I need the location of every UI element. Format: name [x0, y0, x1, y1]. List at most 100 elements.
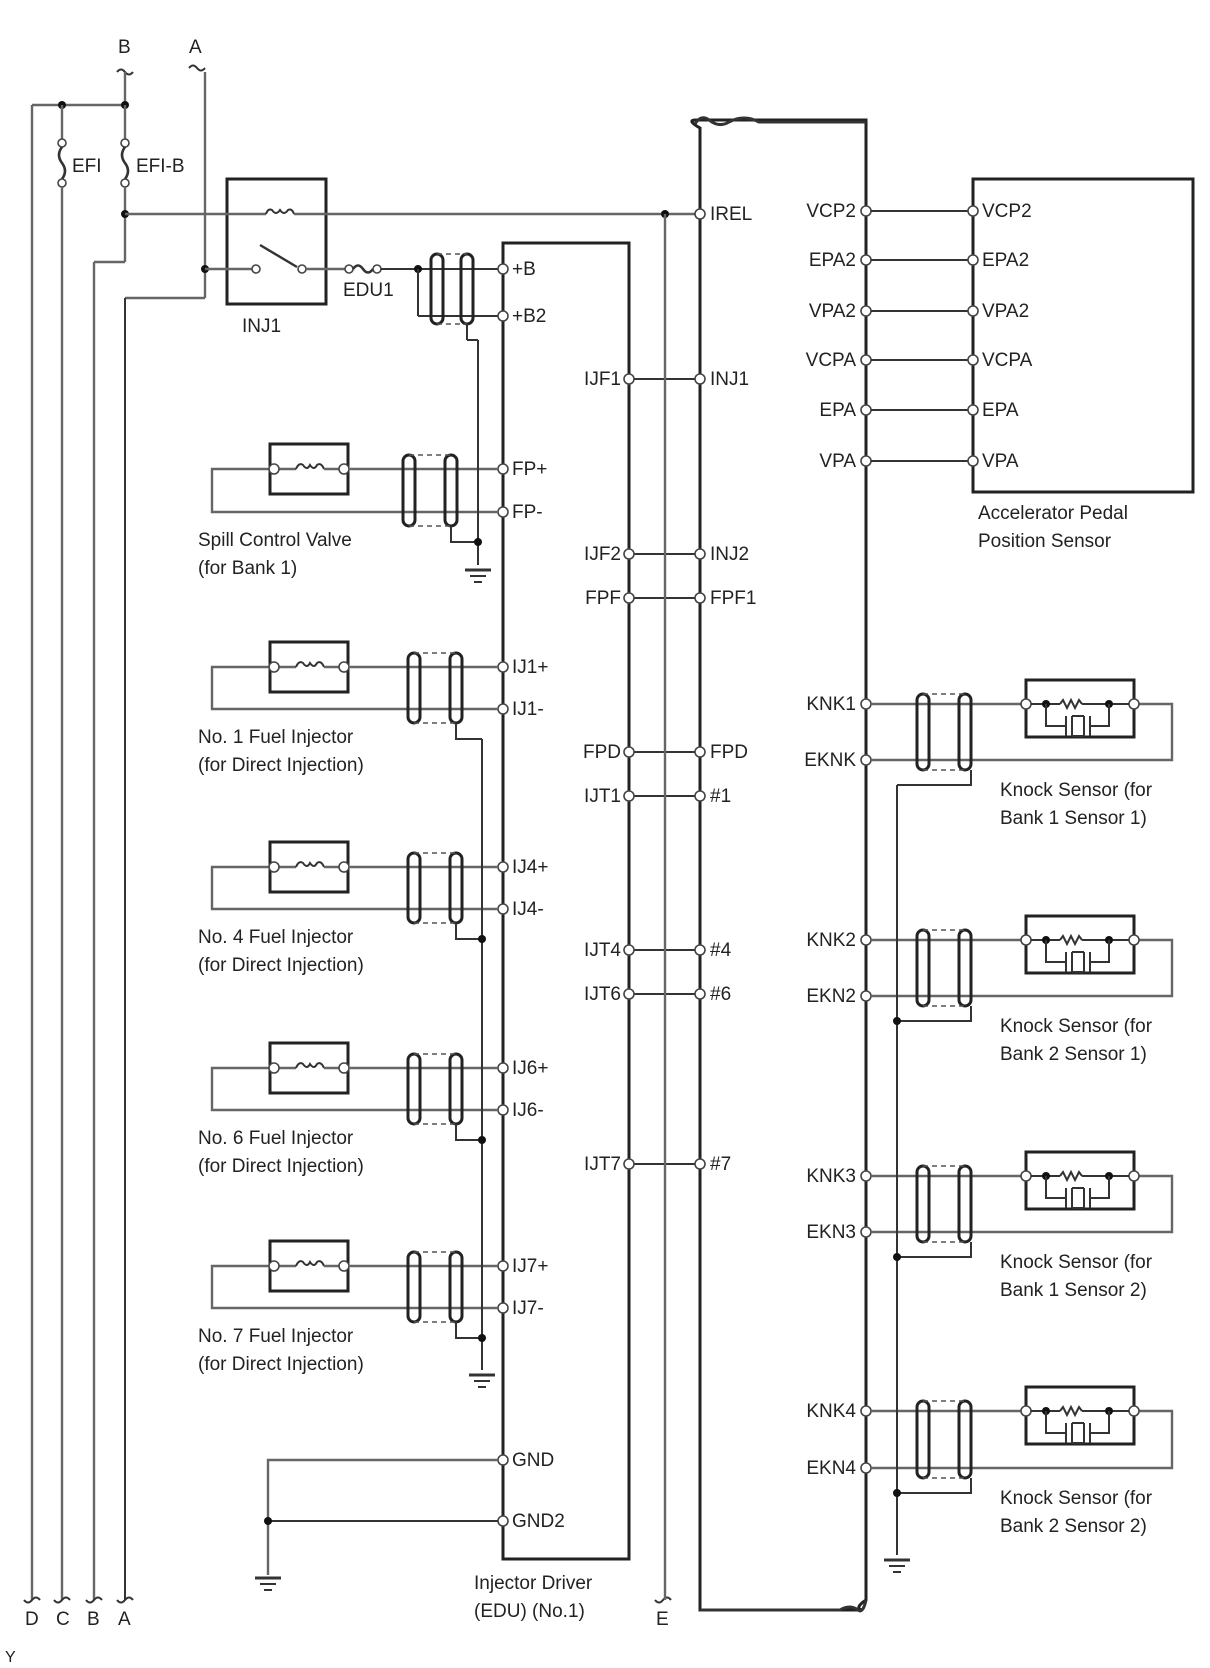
actuator-label-line2: (for Direct Injection): [198, 1156, 364, 1177]
coil-icon: [295, 661, 325, 668]
edu-title-line1: Injector Driver: [474, 1573, 593, 1594]
accel-pin-vcp2: [967, 205, 979, 217]
shield-icon: [448, 1052, 464, 1126]
ecm-pin-inj2: [694, 548, 706, 560]
ecm-pin-6: [694, 988, 706, 1000]
edu-pin-ijt6: [623, 988, 635, 1000]
edu-pin-fp: [497, 506, 509, 518]
edu-pin-label-ijt4: IJT4: [584, 940, 621, 961]
edu-pin-label-fp: FP-: [512, 502, 543, 523]
injector-driver-edu: Injector Driver (EDU) (No.1) +B+B2FP+FP-…: [474, 241, 700, 1622]
ecm-pin-label-fpd: FPD: [710, 742, 748, 763]
connector-label-b-top: B: [118, 37, 131, 58]
ecm-pin-label-knk2: KNK2: [806, 930, 856, 951]
ecm-pin-knk1: [860, 698, 872, 710]
accel-sensor-label-line1: Accelerator Pedal: [978, 503, 1128, 524]
shield-icon: [401, 453, 417, 528]
resistor-icon: [1059, 1169, 1083, 1183]
connector-label-a-top: A: [189, 37, 202, 58]
edu-pin-label-ij6: IJ6-: [512, 1100, 544, 1121]
fuse-label-edu1: EDU1: [343, 280, 394, 301]
connector-break-c: [53, 1596, 71, 1604]
edu-pin-label-fpd: FPD: [583, 742, 621, 763]
actuator-label-line2: (for Direct Injection): [198, 1354, 364, 1375]
accel-pin-label-epa2: EPA2: [982, 250, 1029, 271]
ecm-pin-label-fpf1: FPF1: [710, 588, 756, 609]
ecm: IRELINJ1INJ2FPF1FPD#1#4#6#7VCP2EPA2VPA2V…: [690, 116, 872, 1613]
accel-pin-label-vcpa: VCPA: [982, 350, 1033, 371]
actuator-label-line1: No. 4 Fuel Injector: [198, 927, 354, 948]
relay-label: INJ1: [242, 316, 281, 337]
actuator-label-line1: No. 7 Fuel Injector: [198, 1326, 354, 1347]
edu-pin-ij1: [497, 661, 509, 673]
knock-sensor-label-line1: Knock Sensor (for: [1000, 1488, 1153, 1509]
actuator-label-line2: (for Direct Injection): [198, 955, 364, 976]
connector-label-b: B: [87, 1609, 100, 1630]
ecm-pin-label-7: #7: [710, 1154, 731, 1175]
ecm-pin-label-irel: IREL: [710, 204, 752, 225]
shield-icon: [957, 1399, 973, 1480]
ecm-pin-fpd: [694, 746, 706, 758]
coil-icon: [295, 463, 325, 470]
edu-pin-label-ijf1: IJF1: [584, 369, 621, 390]
knock-sensor-label-line2: Bank 2 Sensor 2): [1000, 1516, 1147, 1537]
edu-pin-ijt1: [623, 790, 635, 802]
edu-pin-ijt7: [623, 1158, 635, 1170]
corner-label: Y: [5, 1649, 16, 1666]
coil-icon: [295, 1260, 325, 1267]
ecm-pin-label-inj1: INJ1: [710, 369, 749, 390]
shield-icon: [915, 692, 931, 772]
edu-pin-ij1: [497, 703, 509, 715]
ecm-pin-label-vcp2: VCP2: [806, 201, 856, 222]
shield-icon: [957, 1164, 973, 1244]
shield-icon: [443, 453, 459, 528]
ecm-pin-1: [694, 790, 706, 802]
connector-label-e: E: [656, 1609, 669, 1630]
shield-icon: [915, 928, 931, 1008]
ecm-pin-irel: [694, 208, 706, 220]
actuator-label-line1: No. 1 Fuel Injector: [198, 727, 354, 748]
knock-sensor-label-line1: Knock Sensor (for: [1000, 1252, 1153, 1273]
ecm-pin-label-ekn4: EKN4: [806, 1458, 856, 1479]
edu-pin-label-ij6: IJ6+: [512, 1058, 548, 1079]
connector-label-d: D: [25, 1609, 39, 1630]
ecm-pin-fpf1: [694, 592, 706, 604]
accel-pin-label-vpa2: VPA2: [982, 301, 1029, 322]
ecm-pin-knk2: [860, 934, 872, 946]
connector-break-b: [85, 1596, 103, 1604]
edu-pin-label-gnd2: GND2: [512, 1511, 565, 1532]
power-rails: B A EFI EFI-B: [5, 37, 672, 1666]
resistor-icon: [1059, 933, 1083, 947]
accelerator-pedal-position-sensor: Accelerator Pedal Position Sensor VCP2EP…: [871, 177, 1195, 552]
accel-pin-vcpa: [967, 354, 979, 366]
ecm-pin-label-eknk: EKNK: [804, 750, 856, 771]
ecm-pin-knk4: [860, 1405, 872, 1417]
ecm-pin-7: [694, 1158, 706, 1170]
ecm-pin-ekn4: [860, 1462, 872, 1474]
ecm-pin-ekn3: [860, 1226, 872, 1238]
ecm-pin-knk3: [860, 1170, 872, 1182]
ecm-pin-label-epa2: EPA2: [809, 250, 856, 271]
shield-icon: [406, 651, 422, 725]
knock-sensor-box: [1024, 1150, 1136, 1211]
edu-pin-b2: [497, 310, 509, 322]
actuator-no-6-fuel-injector: No. 6 Fuel Injector(for Direct Injection…: [198, 1041, 498, 1177]
edu-pin-label-ij4: IJ4-: [512, 899, 544, 920]
ecm-pin-vcpa: [860, 354, 872, 366]
ecm-pin-epa: [860, 404, 872, 416]
ecm-pin-vpa: [860, 455, 872, 467]
ecm-pin-label-vpa2: VPA2: [809, 301, 856, 322]
shield-icon: [448, 1250, 464, 1324]
actuator-no-7-fuel-injector: No. 7 Fuel Injector (for Direct Injection…: [198, 1239, 498, 1375]
edu-pin-fpf: [623, 592, 635, 604]
edu-pin-label-fp: FP+: [512, 459, 547, 480]
ecm-pin-label-6: #6: [710, 984, 731, 1005]
edu-pin-label-ij4: IJ4+: [512, 857, 548, 878]
resistor-icon: [1059, 697, 1083, 711]
ecm-pin-label-knk4: KNK4: [806, 1401, 856, 1422]
shield-icon: [406, 1250, 422, 1324]
coil-icon: [295, 861, 325, 868]
